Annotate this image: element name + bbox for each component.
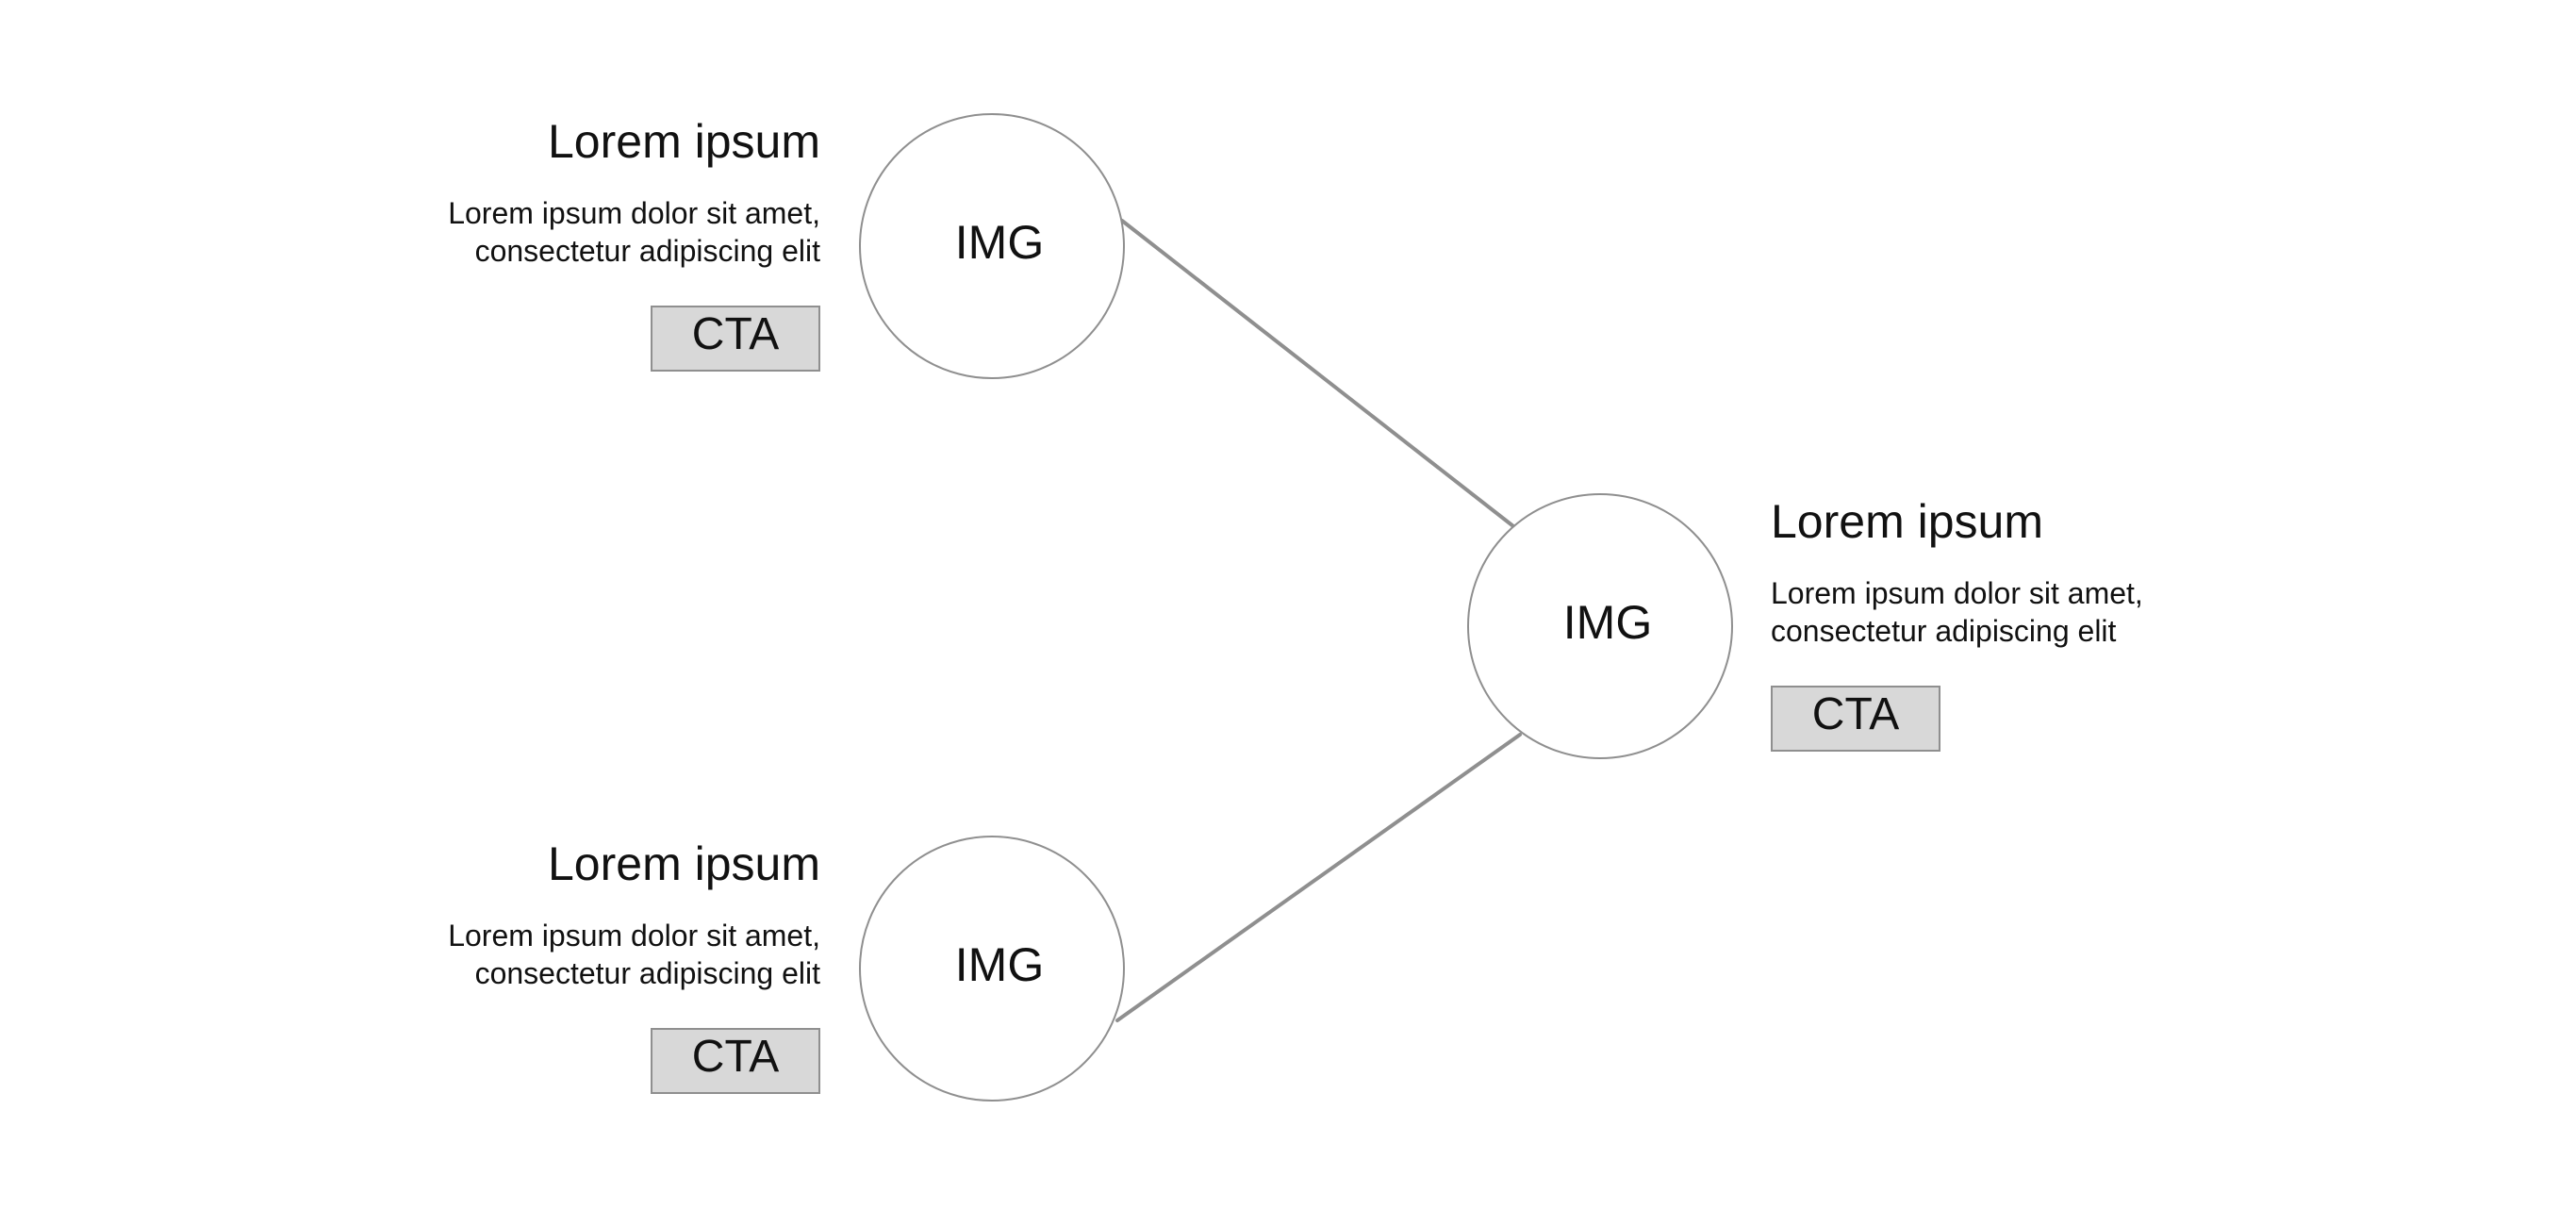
node-top-image-label: IMG <box>954 216 1045 269</box>
node-center-cta-button[interactable]: CTA <box>1771 685 1940 752</box>
node-center-description-line-1: Lorem ipsum dolor sit amet, <box>1771 575 2143 610</box>
node-top-description-line-1: Lorem ipsum dolor sit amet, <box>448 195 820 230</box>
node-bottom-image-label: IMG <box>954 938 1045 991</box>
node-bottom-info: Lorem ipsum Lorem ipsum dolor sit amet, … <box>292 837 820 1094</box>
node-center-description-line-2: consectetur adipiscing elit <box>1771 613 2117 648</box>
node-bottom-image-placeholder: IMG <box>859 836 1125 1102</box>
node-top-info: Lorem ipsum Lorem ipsum dolor sit amet, … <box>292 115 820 372</box>
node-top-cta-button[interactable]: CTA <box>651 305 820 372</box>
node-bottom-title: Lorem ipsum <box>548 837 820 890</box>
node-top-cta-label: CTA <box>691 308 780 359</box>
node-center-title: Lorem ipsum <box>1771 495 2043 548</box>
node-center-cta-label: CTA <box>1811 688 1900 739</box>
node-bottom-description: Lorem ipsum dolor sit amet, consectetur … <box>292 917 820 992</box>
connector-top-to-center <box>1120 219 1515 528</box>
node-center-image-placeholder: IMG <box>1467 493 1733 759</box>
node-bottom-description-line-2: consectetur adipiscing elit <box>474 955 820 990</box>
node-bottom-cta-label: CTA <box>691 1031 780 1082</box>
connector-bottom-to-center <box>1115 733 1522 1022</box>
node-top-description-line-2: consectetur adipiscing elit <box>474 233 820 268</box>
node-center-description: Lorem ipsum dolor sit amet, consectetur … <box>1771 574 2299 650</box>
node-center-info: Lorem ipsum Lorem ipsum dolor sit amet, … <box>1771 495 2299 752</box>
node-top-description: Lorem ipsum dolor sit amet, consectetur … <box>292 194 820 270</box>
node-center-image-label: IMG <box>1562 596 1653 649</box>
node-top-title: Lorem ipsum <box>548 115 820 168</box>
node-bottom-cta-button[interactable]: CTA <box>651 1027 820 1094</box>
node-top-image-placeholder: IMG <box>859 113 1125 379</box>
node-bottom-description-line-1: Lorem ipsum dolor sit amet, <box>448 918 820 953</box>
